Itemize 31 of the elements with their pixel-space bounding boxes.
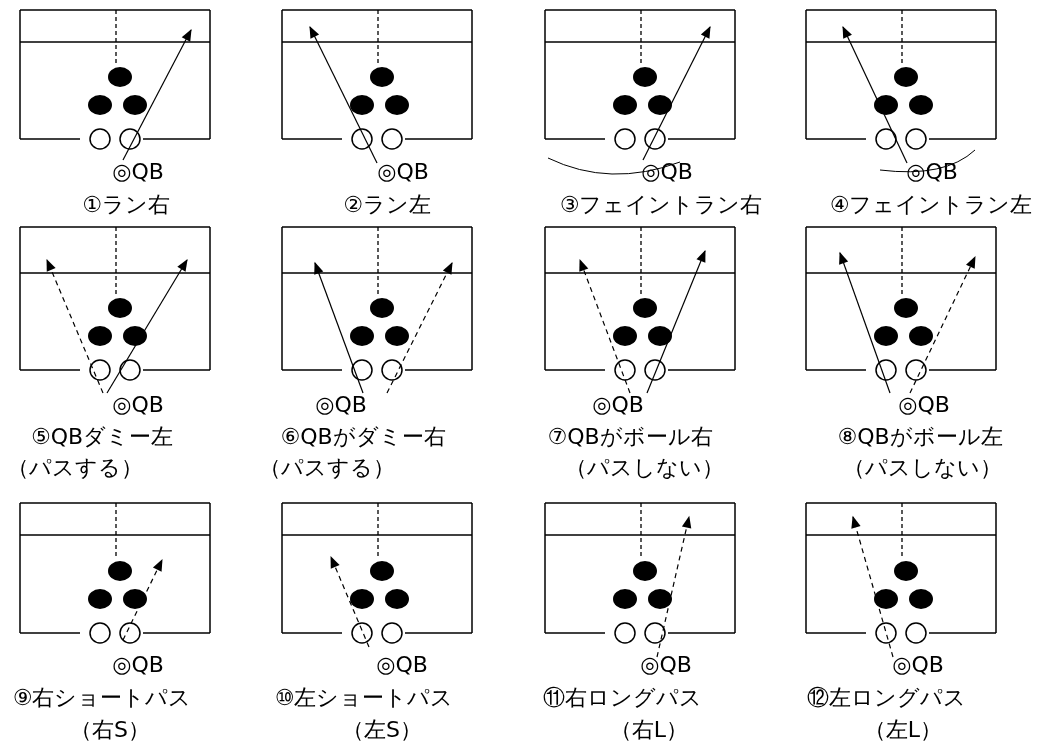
label-text: ◎QB: [641, 161, 693, 183]
label-text: ⑩左ショートパス: [274, 687, 454, 709]
label-text: ⑤QBダミー左: [30, 426, 174, 448]
label-text: ◎QB: [377, 161, 429, 183]
label-text: ⑦QBがボール右: [547, 426, 713, 448]
label-text: ◎QB: [112, 654, 164, 676]
label-text: （右S）: [70, 719, 150, 741]
label-text: （パスしない）: [842, 457, 1002, 479]
label-text: ◎QB: [315, 394, 367, 416]
label-text: ③フェイントラン右: [559, 194, 763, 216]
label-text: ◎QB: [640, 654, 692, 676]
label-text: ◎QB: [592, 394, 644, 416]
label-text: ⑫左ロングパス: [806, 687, 966, 709]
label-text: ④フェイントラン左: [829, 194, 1033, 216]
label-text: （パスしない）: [564, 457, 724, 479]
label-text: （右L）: [609, 719, 689, 741]
label-text: ⑧QBがボール左: [837, 426, 1003, 448]
label-text: （左L）: [863, 719, 943, 741]
label-text: ⑨右ショートパス: [12, 687, 192, 709]
label-text: ◎QB: [376, 654, 428, 676]
label-text: ⑪右ロングパス: [542, 687, 702, 709]
label-text: ⑥QBがダミー右: [280, 426, 446, 448]
label-text: ◎QB: [112, 394, 164, 416]
label-text: （左S）: [342, 719, 422, 741]
label-text: ◎QB: [112, 161, 164, 183]
label-text: ②ラン左: [343, 194, 431, 216]
label-text: ◎QB: [898, 394, 950, 416]
label-text: （パスする）: [7, 457, 143, 479]
label-text: ①ラン右: [82, 194, 170, 216]
label-text: （パスする）: [259, 457, 395, 479]
label-text: ◎QB: [892, 654, 944, 676]
